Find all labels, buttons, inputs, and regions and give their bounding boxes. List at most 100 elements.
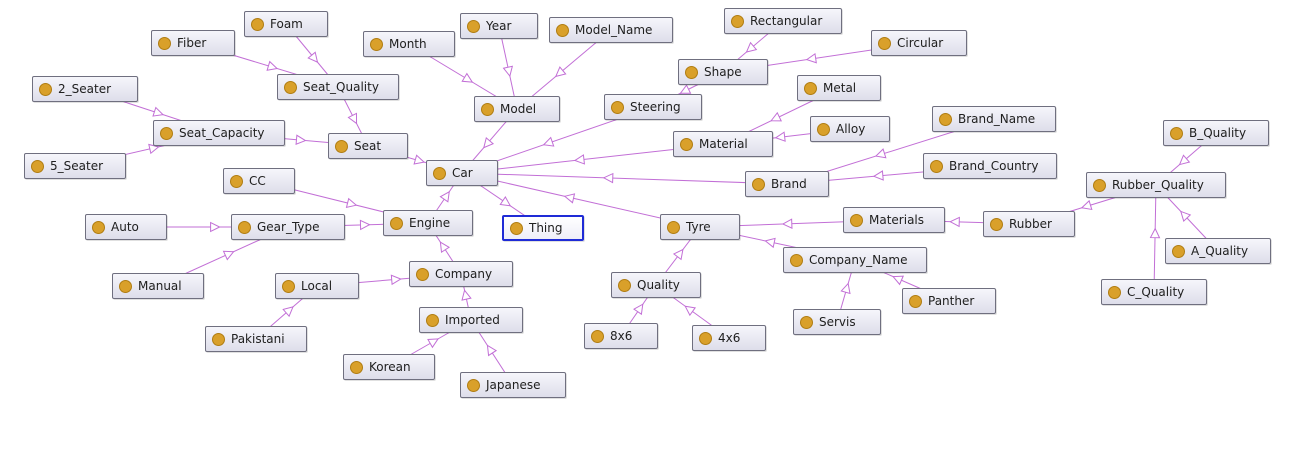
node-seat-quality[interactable]: Seat_Quality: [277, 74, 399, 100]
node-label: Fiber: [177, 36, 207, 50]
node-label: Rubber: [1009, 217, 1052, 231]
node-label: Model_Name: [575, 23, 653, 37]
node-foam[interactable]: Foam: [244, 11, 328, 37]
node-label: Imported: [445, 313, 500, 327]
node-label: Brand: [771, 177, 807, 191]
node-year[interactable]: Year: [460, 13, 538, 39]
node-panther[interactable]: Panther: [902, 288, 996, 314]
node-tyre[interactable]: Tyre: [660, 214, 740, 240]
node-8x6[interactable]: 8x6: [584, 323, 658, 349]
node-label: Panther: [928, 294, 975, 308]
edge-arrowhead-icon: [1178, 154, 1191, 166]
class-dot-icon: [790, 253, 803, 267]
node-quality[interactable]: Quality: [611, 272, 701, 298]
node-pakistani[interactable]: Pakistani: [205, 326, 307, 352]
edge-arrowhead-icon: [266, 60, 279, 71]
node-japanese[interactable]: Japanese: [460, 372, 566, 398]
node-circular[interactable]: Circular: [871, 30, 967, 56]
edge-arrowhead-icon: [745, 41, 758, 53]
class-dot-icon: [350, 360, 363, 374]
node-b-quality[interactable]: B_Quality: [1163, 120, 1269, 146]
node-rubber[interactable]: Rubber: [983, 211, 1075, 237]
class-dot-icon: [909, 294, 922, 308]
class-dot-icon: [930, 159, 943, 173]
node-label: Engine: [409, 216, 451, 230]
node-company-name[interactable]: Company_Name: [783, 247, 927, 273]
node-gear-type[interactable]: Gear_Type: [231, 214, 345, 240]
edge-arrowhead-icon: [684, 305, 697, 317]
node-label: Seat: [354, 139, 382, 153]
node-label: Japanese: [486, 378, 541, 392]
edge-arrowhead-icon: [486, 344, 498, 357]
node-company[interactable]: Company: [409, 261, 513, 287]
node-label: Auto: [111, 220, 139, 234]
node-model[interactable]: Model: [474, 96, 560, 122]
node-thing[interactable]: Thing: [502, 215, 584, 241]
edge-arrowhead-icon: [152, 106, 165, 117]
class-dot-icon: [335, 139, 348, 153]
node-5-seater[interactable]: 5_Seater: [24, 153, 126, 179]
node-rubber-quality[interactable]: Rubber_Quality: [1086, 172, 1226, 198]
node-korean[interactable]: Korean: [343, 354, 435, 380]
node-4x6[interactable]: 4x6: [692, 325, 766, 351]
node-manual[interactable]: Manual: [112, 273, 204, 299]
node-auto[interactable]: Auto: [85, 214, 167, 240]
node-c-quality[interactable]: C_Quality: [1101, 279, 1207, 305]
node-fiber[interactable]: Fiber: [151, 30, 235, 56]
node-engine[interactable]: Engine: [383, 210, 473, 236]
node-2-seater[interactable]: 2_Seater: [32, 76, 138, 102]
node-material[interactable]: Material: [673, 131, 773, 157]
class-dot-icon: [238, 220, 251, 234]
node-a-quality[interactable]: A_Quality: [1165, 238, 1271, 264]
node-car[interactable]: Car: [426, 160, 498, 186]
class-dot-icon: [426, 313, 439, 327]
node-label: Material: [699, 137, 748, 151]
edge-arrowhead-icon: [554, 66, 567, 78]
node-label: Year: [486, 19, 512, 33]
node-label: Month: [389, 37, 427, 51]
edge-arrowhead-icon: [874, 148, 887, 159]
node-label: Car: [452, 166, 473, 180]
node-brand-name[interactable]: Brand_Name: [932, 106, 1056, 132]
edge-arrowhead-icon: [345, 197, 358, 209]
node-label: Local: [301, 279, 333, 293]
node-cc[interactable]: CC: [223, 168, 295, 194]
edge-arrowhead-icon: [774, 131, 786, 142]
class-dot-icon: [611, 100, 624, 114]
node-label: Metal: [823, 81, 857, 95]
edge-arrowhead-icon: [390, 274, 402, 286]
node-brand[interactable]: Brand: [745, 171, 829, 197]
node-local[interactable]: Local: [275, 273, 359, 299]
node-label: Foam: [270, 17, 303, 31]
node-rectangular[interactable]: Rectangular: [724, 8, 842, 34]
edge-arrowhead-icon: [439, 241, 451, 254]
node-seat[interactable]: Seat: [328, 133, 408, 159]
node-label: Korean: [369, 360, 411, 374]
edge-car-brand: [461, 172, 788, 185]
node-brand-country[interactable]: Brand_Country: [923, 153, 1057, 179]
node-month[interactable]: Month: [363, 31, 455, 57]
edge-arrowhead-icon: [427, 338, 439, 349]
node-servis[interactable]: Servis: [793, 309, 881, 335]
edge-arrowhead-icon: [602, 172, 614, 184]
node-label: Servis: [819, 315, 856, 329]
class-dot-icon: [1172, 244, 1185, 258]
edge-arrowhead-icon: [781, 218, 793, 229]
node-metal[interactable]: Metal: [797, 75, 881, 101]
class-dot-icon: [433, 166, 446, 180]
node-label: CC: [249, 174, 266, 188]
node-label: Steering: [630, 100, 681, 114]
node-materials[interactable]: Materials: [843, 207, 945, 233]
edge-model-model-name: [516, 29, 612, 110]
node-seat-capacity[interactable]: Seat_Capacity: [153, 120, 285, 146]
node-alloy[interactable]: Alloy: [810, 116, 890, 142]
class-dot-icon: [556, 23, 569, 37]
node-steering[interactable]: Steering: [604, 94, 702, 120]
class-dot-icon: [251, 17, 264, 31]
node-imported[interactable]: Imported: [419, 307, 523, 333]
node-model-name[interactable]: Model_Name: [549, 17, 673, 43]
node-shape[interactable]: Shape: [678, 59, 768, 85]
class-dot-icon: [467, 378, 480, 392]
node-label: Quality: [637, 278, 680, 292]
